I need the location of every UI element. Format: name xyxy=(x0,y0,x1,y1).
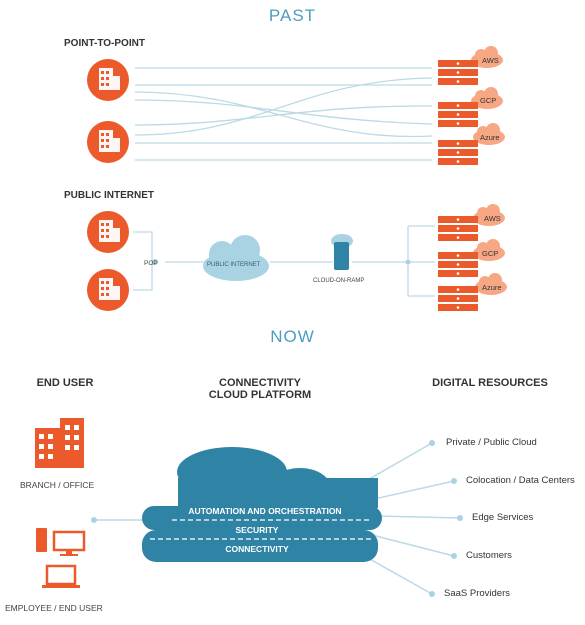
resource-colocation: Colocation / Data Centers xyxy=(466,475,575,486)
resource-node-icon xyxy=(429,591,435,597)
cloud-on-ramp-label: CLOUD-ON-RAMP xyxy=(313,278,364,284)
aws-label: AWS xyxy=(482,56,499,65)
internet-links xyxy=(133,225,435,297)
platform-heading: CONNECTIVITY CLOUD PLATFORM xyxy=(195,377,325,401)
branch-office-icon xyxy=(35,418,84,468)
past-diagram: AWS GCP Azure POP PUBLIC INTERNET CLOUD-… xyxy=(87,46,507,311)
azure-label: Azure xyxy=(480,133,500,142)
cloud-on-ramp-icon xyxy=(331,234,353,270)
layer-security: SECURITY xyxy=(236,525,279,535)
resource-node-icon xyxy=(451,553,457,559)
resource-saas-providers: SaaS Providers xyxy=(444,588,511,599)
end-user-heading: END USER xyxy=(36,377,94,389)
gcp-server-icon xyxy=(438,87,503,127)
resource-node-icon xyxy=(429,440,435,446)
pop-label: POP xyxy=(144,260,158,267)
resource-node-icon xyxy=(457,515,463,521)
resource-edge-services: Edge Services xyxy=(472,512,534,523)
platform-heading-line1: CONNECTIVITY xyxy=(219,377,301,389)
employee-label: EMPLOYEE / END USER xyxy=(5,603,103,613)
pop-node-icon xyxy=(152,259,158,265)
resource-node-icon xyxy=(451,478,457,484)
gcp-label: GCP xyxy=(482,249,498,258)
connectivity-cloud-icon xyxy=(142,447,382,562)
azure-label: Azure xyxy=(482,283,502,292)
end-user-node-icon xyxy=(91,517,97,523)
office-building-icon xyxy=(87,59,129,101)
employee-devices-icon xyxy=(36,528,86,588)
junction-node-icon xyxy=(405,259,411,265)
past-title: PAST xyxy=(268,6,317,25)
resource-private-public-cloud: Private / Public Cloud xyxy=(446,437,537,448)
gcp-label: GCP xyxy=(480,96,496,105)
office-building-icon xyxy=(87,121,129,163)
p2p-links xyxy=(134,67,433,161)
aws-label: AWS xyxy=(484,214,501,223)
public-internet-cloud-icon xyxy=(203,235,269,281)
cloud-layer-dividers xyxy=(150,519,372,540)
azure-server-icon xyxy=(438,273,507,311)
public-internet-label: PUBLIC INTERNET xyxy=(64,190,154,201)
office-building-icon xyxy=(87,269,129,311)
gcp-server-icon xyxy=(438,239,505,277)
point-to-point-label: POINT-TO-POINT xyxy=(64,38,145,49)
public-internet-cloud-label: PUBLIC INTERNET xyxy=(207,262,261,268)
office-building-icon xyxy=(87,211,129,253)
digital-resources-heading: DIGITAL RESOURCES xyxy=(432,377,548,389)
resource-customers: Customers xyxy=(466,550,512,561)
branch-office-label: BRANCH / OFFICE xyxy=(20,480,95,490)
now-title: NOW xyxy=(270,327,315,346)
aws-server-icon xyxy=(438,46,503,85)
azure-server-icon xyxy=(438,123,505,165)
layer-automation: AUTOMATION AND ORCHESTRATION xyxy=(188,506,341,516)
now-diagram: AUTOMATION AND ORCHESTRATION SECURITY CO… xyxy=(35,418,463,597)
layer-connectivity: CONNECTIVITY xyxy=(225,544,289,554)
platform-heading-line2: CLOUD PLATFORM xyxy=(208,389,312,401)
